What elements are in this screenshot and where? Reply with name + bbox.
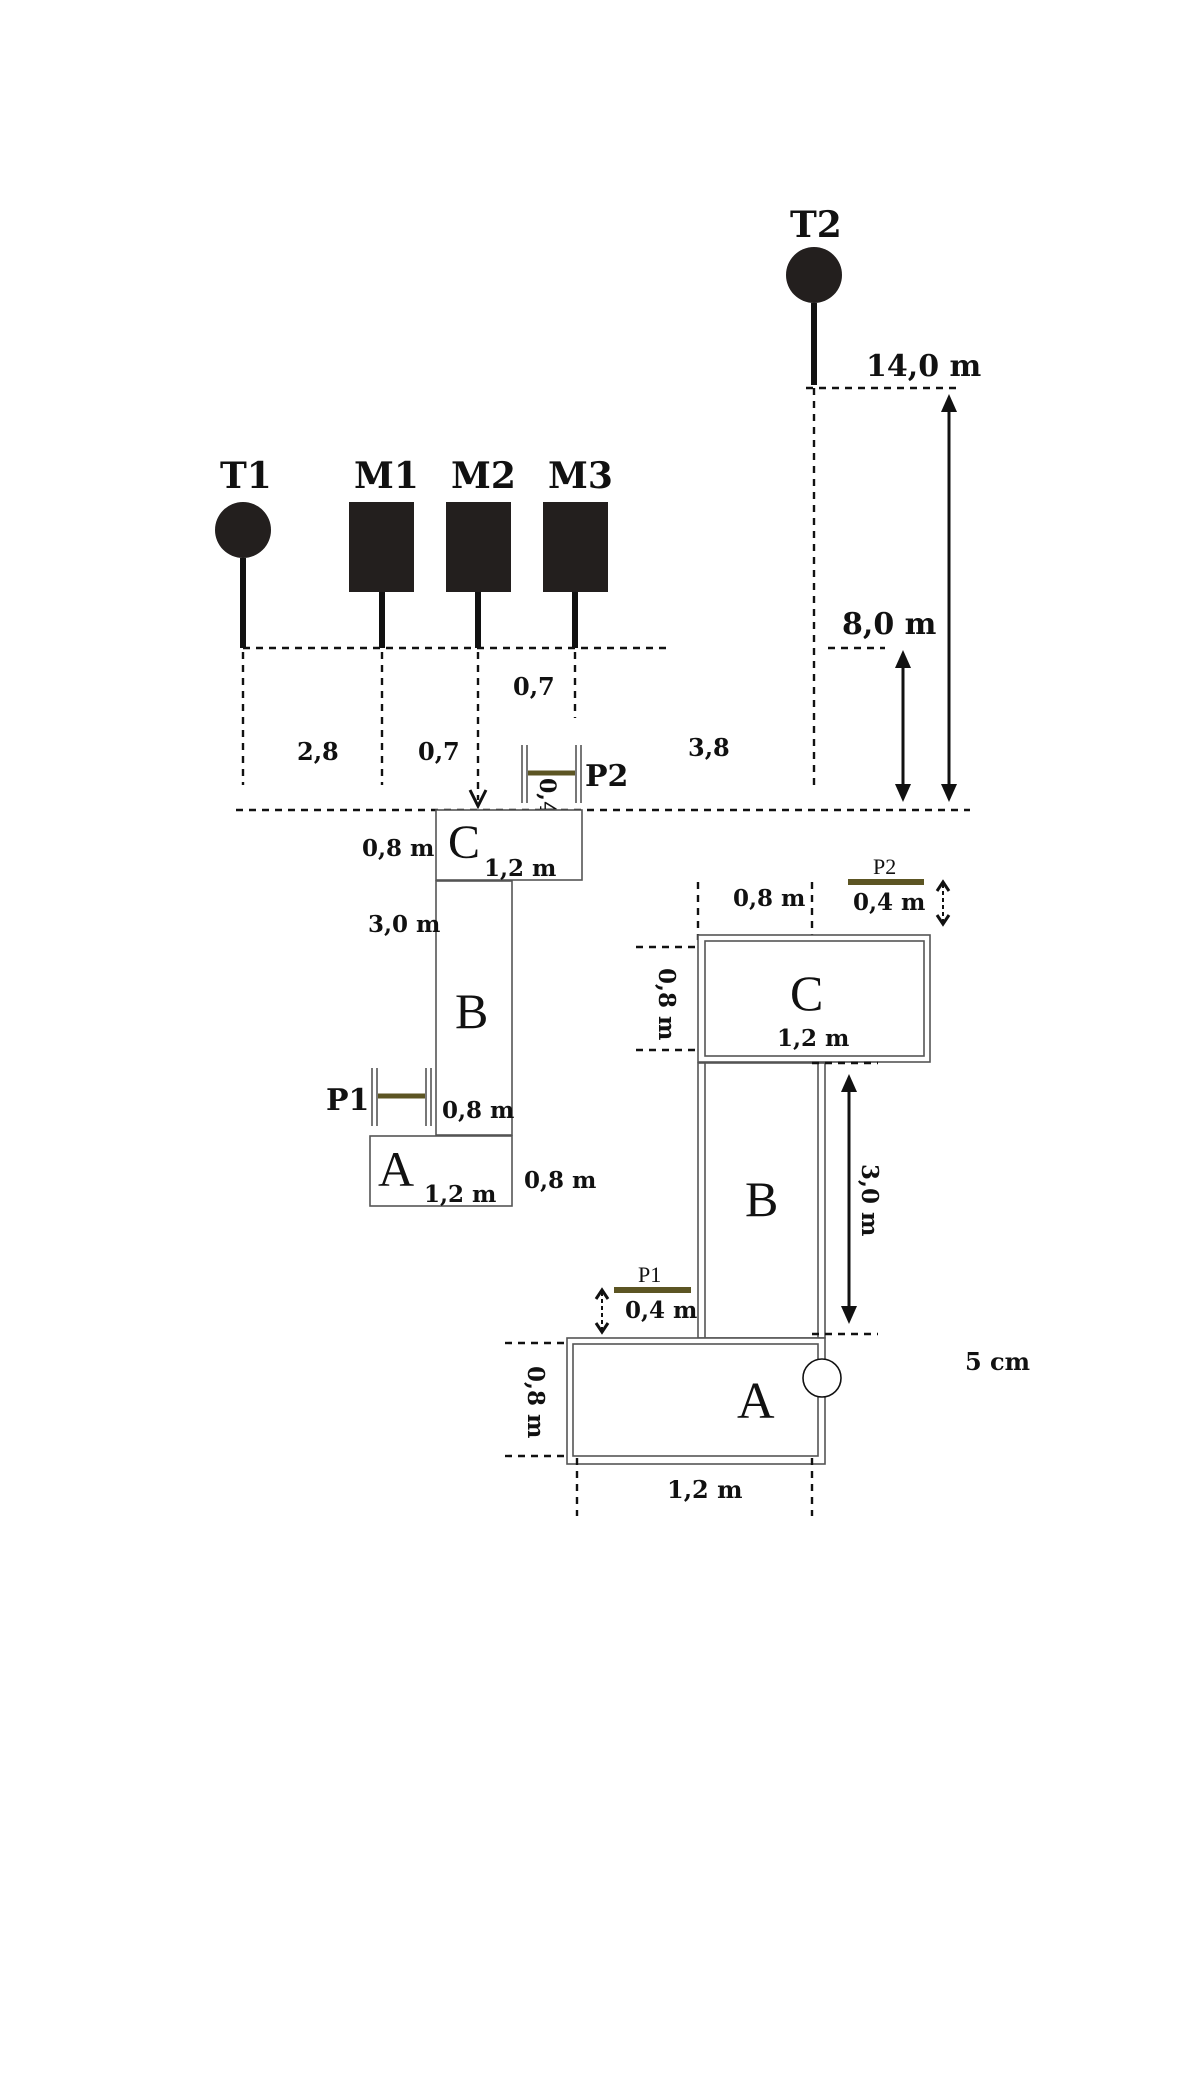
arrow-down-icon — [841, 1306, 857, 1324]
square-marker-icon — [446, 502, 511, 592]
right-box-c-width: 1,2 m — [777, 1025, 849, 1052]
arrow-up-icon — [895, 650, 911, 668]
square-marker-icon — [349, 502, 414, 592]
right-box-b-label: B — [745, 1171, 778, 1227]
spacing-m2-m3: 0,7 — [513, 672, 555, 701]
box-c-side: 0,8 m — [362, 835, 434, 862]
marker-m2-label: M2 — [451, 455, 516, 497]
round-marker-icon — [786, 247, 842, 303]
right-top-width: 0,8 m — [733, 885, 805, 912]
t2-height-label: 14,0 m — [866, 349, 982, 384]
marker-m3-label: M3 — [548, 455, 613, 497]
right-p1-label: P1 — [638, 1262, 661, 1287]
box-a-label: A — [378, 1141, 414, 1197]
box-b-label: B — [455, 983, 488, 1039]
scale-note: 5 cm — [965, 1347, 1030, 1376]
round-marker-icon — [215, 502, 271, 558]
arrow-up-icon — [594, 1287, 610, 1300]
arrow-up-icon — [935, 879, 951, 892]
spacing-t1-m1: 2,8 — [297, 737, 339, 766]
arrow-down-icon — [895, 784, 911, 802]
right-box-c-side: 0,8 m — [653, 968, 680, 1040]
right-box-a-inner — [572, 1343, 819, 1457]
right-box-b-length: 3,0 m — [856, 1164, 883, 1236]
right-box-b-inner — [704, 1062, 819, 1339]
right-box-a-side: 0,8 m — [522, 1366, 549, 1438]
box-a-side: 0,8 m — [524, 1167, 596, 1194]
right-box-c-label: C — [790, 965, 823, 1021]
marker-m3: M3 — [543, 455, 613, 648]
right-box-a-label: A — [737, 1373, 775, 1430]
p2-label: P2 — [585, 759, 628, 794]
arrow-down-icon — [594, 1322, 610, 1335]
box-c-width: 1,2 m — [484, 855, 556, 882]
ref-height-label: 8,0 m — [842, 607, 937, 642]
arrow-down-icon — [935, 914, 951, 927]
arrow-up-icon — [841, 1074, 857, 1092]
marker-t1: T1 — [215, 455, 272, 648]
round-marker-icon — [802, 1358, 842, 1398]
right-p2-width: 0,4 m — [853, 889, 925, 916]
right-p1-width: 0,4 m — [625, 1297, 697, 1324]
box-b-length: 3,0 m — [368, 911, 440, 938]
p1-label: P1 — [326, 1083, 369, 1118]
spacing-m1-m2: 0,7 — [418, 737, 460, 766]
box-c — [435, 809, 583, 881]
box-b — [435, 880, 513, 1136]
right-p2-label: P2 — [873, 854, 896, 879]
box-b-width: 0,8 m — [442, 1097, 514, 1124]
right-box-c-inner — [704, 940, 925, 1057]
marker-m1: M1 — [349, 455, 419, 648]
left-layout: P2 0,4 m C 1,2 m 0,8 m B 3,0 m 0,8 m P1 … — [326, 745, 628, 1208]
right-layout: P2 0,4 m 0,8 m C 1,2 m 0,8 m B 3,0 m P1 … — [505, 854, 951, 1516]
marker-t2: T2 — [786, 204, 842, 385]
box-a — [369, 1135, 513, 1207]
arrow-up-icon — [941, 394, 957, 412]
marker-m2: M2 — [446, 455, 516, 648]
arrow-down-icon — [941, 784, 957, 802]
square-marker-icon — [543, 502, 608, 592]
spacing-m3-t2: 3,8 — [688, 733, 730, 762]
marker-m1-label: M1 — [354, 455, 419, 497]
right-box-a-width: 1,2 m — [667, 1475, 743, 1504]
arrow-down-icon — [468, 789, 488, 810]
marker-t2-label: T2 — [790, 204, 842, 246]
box-a-width: 1,2 m — [424, 1181, 496, 1208]
box-c-label: C — [448, 816, 480, 869]
marker-t1-label: T1 — [220, 455, 272, 497]
